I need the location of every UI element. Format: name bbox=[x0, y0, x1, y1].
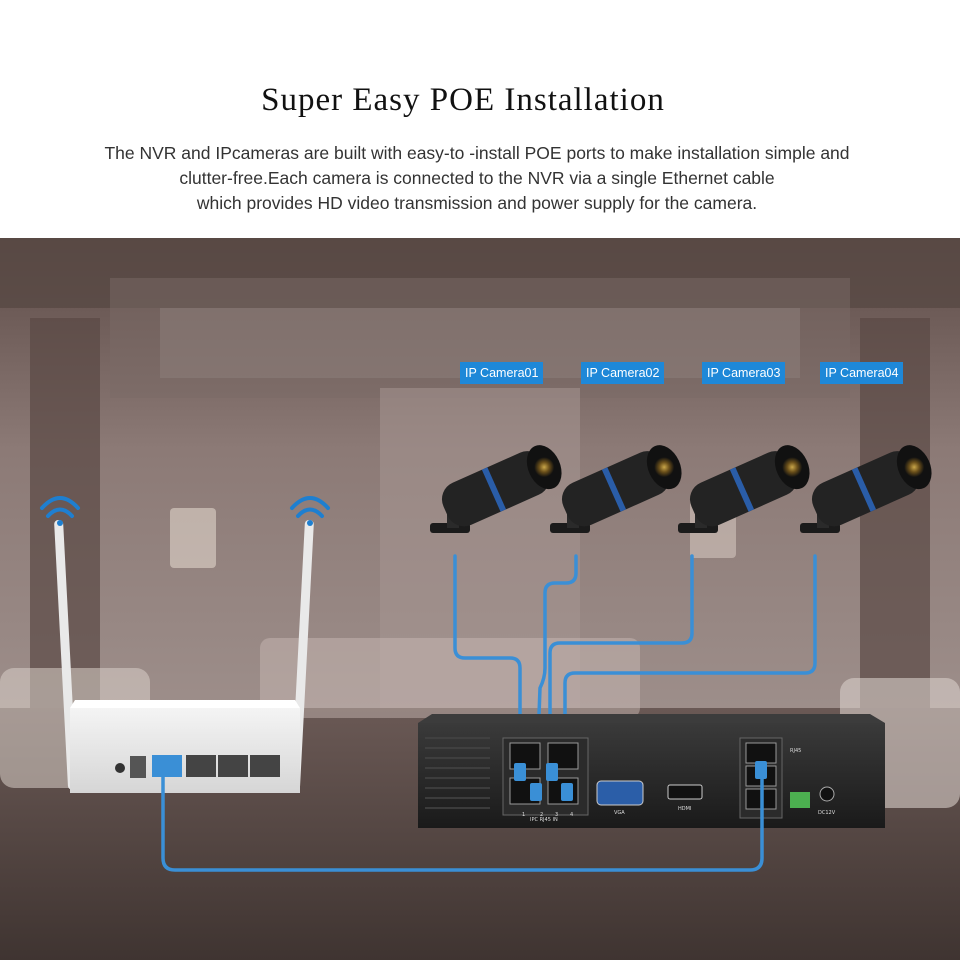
nvr-top bbox=[418, 714, 885, 723]
router-top bbox=[70, 700, 300, 708]
camera-label-04: IP Camera04 bbox=[820, 362, 904, 384]
description-line-3: which provides HD video transmission and… bbox=[196, 193, 758, 213]
router-port-3 bbox=[218, 755, 248, 777]
camera-02 bbox=[550, 445, 682, 533]
nvr-label-rj45: RJ45 bbox=[790, 748, 801, 754]
description: The NVR and IPcameras are built with eas… bbox=[0, 141, 954, 216]
camera-label-01: IP Camera01 bbox=[460, 362, 544, 384]
scene-illustration: IPC RJ45 IN VGA HDMI RJ45 DC12V 1 2 3 4 bbox=[0, 238, 960, 960]
nvr-port-number-3: 3 bbox=[555, 812, 558, 818]
description-line-2: clutter-free.Each camera is connected to… bbox=[179, 168, 775, 188]
nvr-port-number-4: 4 bbox=[570, 812, 573, 818]
header: Super Easy POE Installation The NVR and … bbox=[0, 0, 960, 238]
description-line-1: The NVR and IPcameras are built with eas… bbox=[104, 143, 850, 163]
nvr-rj45-port-1 bbox=[745, 742, 777, 764]
nvr-vents bbox=[425, 737, 490, 809]
nvr-power-port bbox=[819, 786, 835, 802]
nvr-vga-port bbox=[596, 780, 644, 806]
camera-cables bbox=[453, 554, 817, 800]
cable-camera-03 bbox=[548, 554, 694, 800]
cable-camera-04 bbox=[563, 554, 817, 800]
lamp-left bbox=[170, 508, 216, 568]
nvr-label-power: DC12V bbox=[818, 810, 836, 816]
router-power-jack bbox=[115, 763, 125, 773]
nvr-terminal-block bbox=[790, 792, 810, 808]
wifi-icon bbox=[40, 496, 80, 526]
router bbox=[54, 519, 314, 793]
wifi-icon bbox=[290, 496, 330, 526]
camera-label-03: IP Camera03 bbox=[702, 362, 786, 384]
nvr-label-vga: VGA bbox=[614, 810, 625, 816]
nvr-device: IPC RJ45 IN VGA HDMI RJ45 DC12V 1 2 3 4 bbox=[418, 714, 885, 828]
cable-plugs bbox=[157, 759, 767, 801]
camera-04 bbox=[800, 445, 932, 533]
page-title: Super Easy POE Installation bbox=[261, 82, 665, 118]
nvr-port-number-1: 1 bbox=[522, 812, 525, 818]
camera-03 bbox=[678, 445, 810, 533]
router-port-4 bbox=[250, 755, 280, 777]
center-sofa bbox=[260, 638, 640, 718]
nvr-label-ipc: IPC RJ45 IN bbox=[530, 817, 558, 823]
camera-label-02: IP Camera02 bbox=[581, 362, 665, 384]
router-dc-port bbox=[130, 756, 146, 778]
cable-camera-01 bbox=[453, 554, 522, 800]
nvr-hdmi-port bbox=[667, 784, 703, 800]
installation-scene: IPC RJ45 IN VGA HDMI RJ45 DC12V 1 2 3 4 … bbox=[0, 238, 960, 960]
nvr-port-number-2: 2 bbox=[540, 812, 543, 818]
nvr-label-hdmi: HDMI bbox=[678, 806, 691, 812]
camera-01 bbox=[430, 445, 562, 533]
router-port-2 bbox=[186, 755, 216, 777]
cable-camera-02 bbox=[534, 554, 578, 800]
router-body bbox=[70, 708, 300, 793]
cable-router-to-nvr bbox=[161, 771, 764, 872]
